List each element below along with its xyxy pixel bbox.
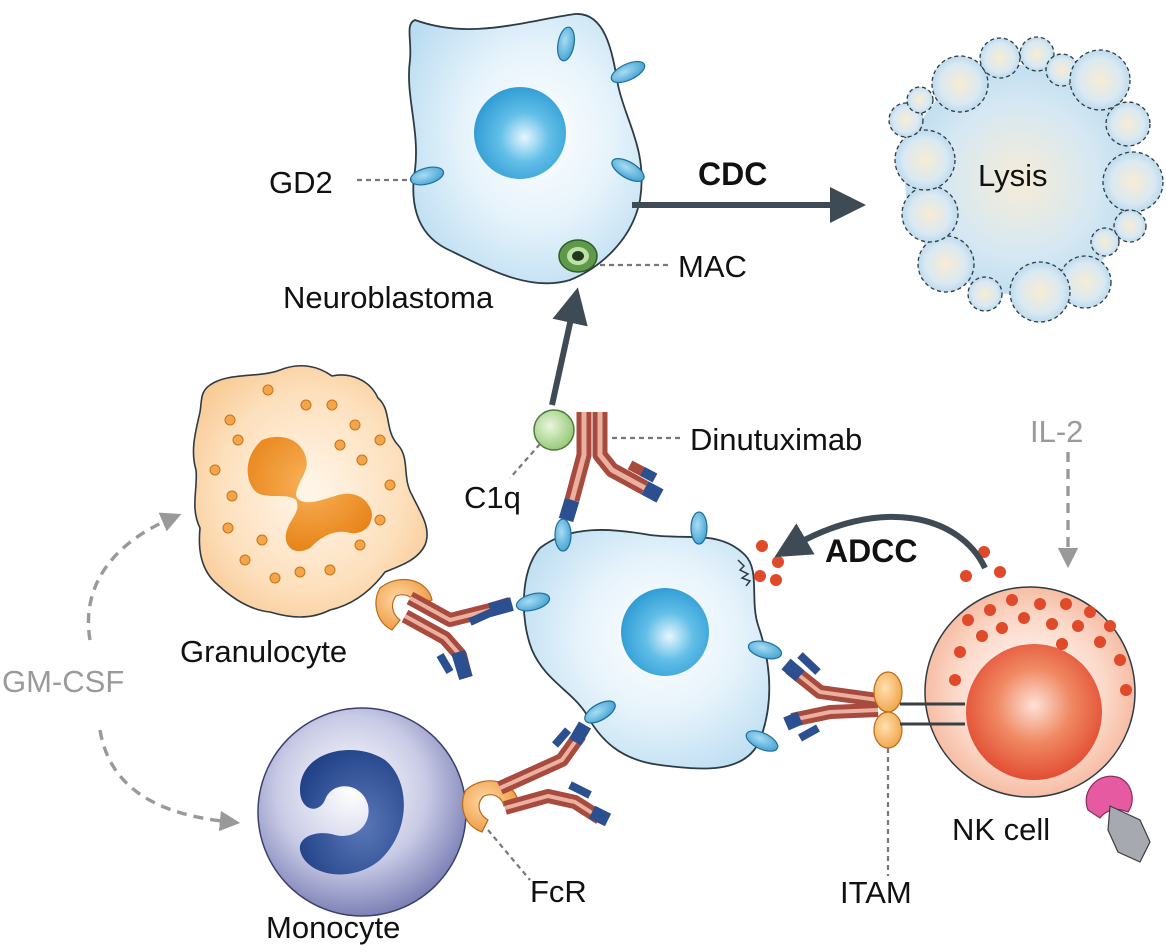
nk-bound-antibodies	[781, 652, 879, 742]
mac-pore	[572, 251, 584, 261]
gd2-antigen	[690, 511, 708, 545]
monocyte-label: Monocyte	[266, 910, 400, 945]
neuroblastoma-cell-top	[408, 13, 646, 285]
itam-receptor-upper	[873, 671, 903, 713]
lysis-label: Lysis	[978, 158, 1047, 193]
granulocyte-fc-receptor	[375, 578, 433, 631]
nk-cell	[924, 586, 1151, 863]
fcr-leader-line	[487, 829, 531, 881]
c1q-molecule	[533, 409, 575, 451]
neuroblastoma-cell-center	[515, 511, 783, 770]
gd2-label: GD2	[269, 165, 333, 200]
gd2-antigen	[745, 730, 779, 752]
gm-csf-to-granulocyte-arrow	[86, 512, 182, 641]
granulocyte-bound-antibody	[401, 591, 514, 681]
gd2-antigen	[611, 158, 645, 182]
dinutuximab-antibody	[558, 412, 664, 523]
itam-receptor-lower	[873, 711, 903, 749]
gd2-antigen	[747, 640, 783, 660]
cytotoxic-granules	[754, 540, 1006, 586]
cdc-label: CDC	[698, 156, 767, 192]
gd2-antigen	[554, 518, 572, 552]
gm-csf-label: GM-CSF	[2, 664, 124, 699]
nk-ligand	[1107, 805, 1151, 863]
nk-nucleus	[966, 644, 1102, 780]
membrane-damage	[737, 559, 752, 587]
gd2-antigen	[584, 700, 616, 724]
monocyte-cell	[257, 707, 467, 917]
granulocyte-nucleus	[247, 436, 372, 552]
dinutuximab-label: Dinutuximab	[690, 422, 862, 457]
nk-cell-label: NK cell	[952, 812, 1050, 847]
adcc-label: ADCC	[825, 533, 917, 569]
granulocyte-cell	[192, 364, 428, 618]
tumor-nucleus-top	[474, 87, 566, 179]
gd2-antigen	[610, 60, 646, 84]
fcr-label: FcR	[530, 874, 587, 909]
itam-label: ITAM	[840, 875, 912, 910]
monocyte-bound-antibody	[497, 721, 612, 827]
c1q-leader-line	[509, 443, 541, 479]
lysis-cell: Lysis	[888, 36, 1164, 323]
c1q-activation-arrow	[549, 287, 588, 406]
neuroblastoma-label: Neuroblastoma	[283, 280, 494, 315]
tumor-nucleus-center	[621, 588, 709, 676]
gd2-antigen	[515, 592, 551, 612]
c1q-label: C1q	[464, 480, 521, 515]
adcc-arrow	[774, 514, 988, 570]
gd2-antigen	[556, 26, 576, 62]
mac-label: MAC	[678, 249, 747, 284]
granulocyte-label: Granulocyte	[180, 634, 347, 669]
gm-csf-to-monocyte-arrow	[98, 729, 241, 832]
il2-label: IL-2	[1030, 414, 1083, 449]
gd2-antigen	[409, 166, 445, 186]
monocyte-nucleus	[299, 750, 404, 875]
